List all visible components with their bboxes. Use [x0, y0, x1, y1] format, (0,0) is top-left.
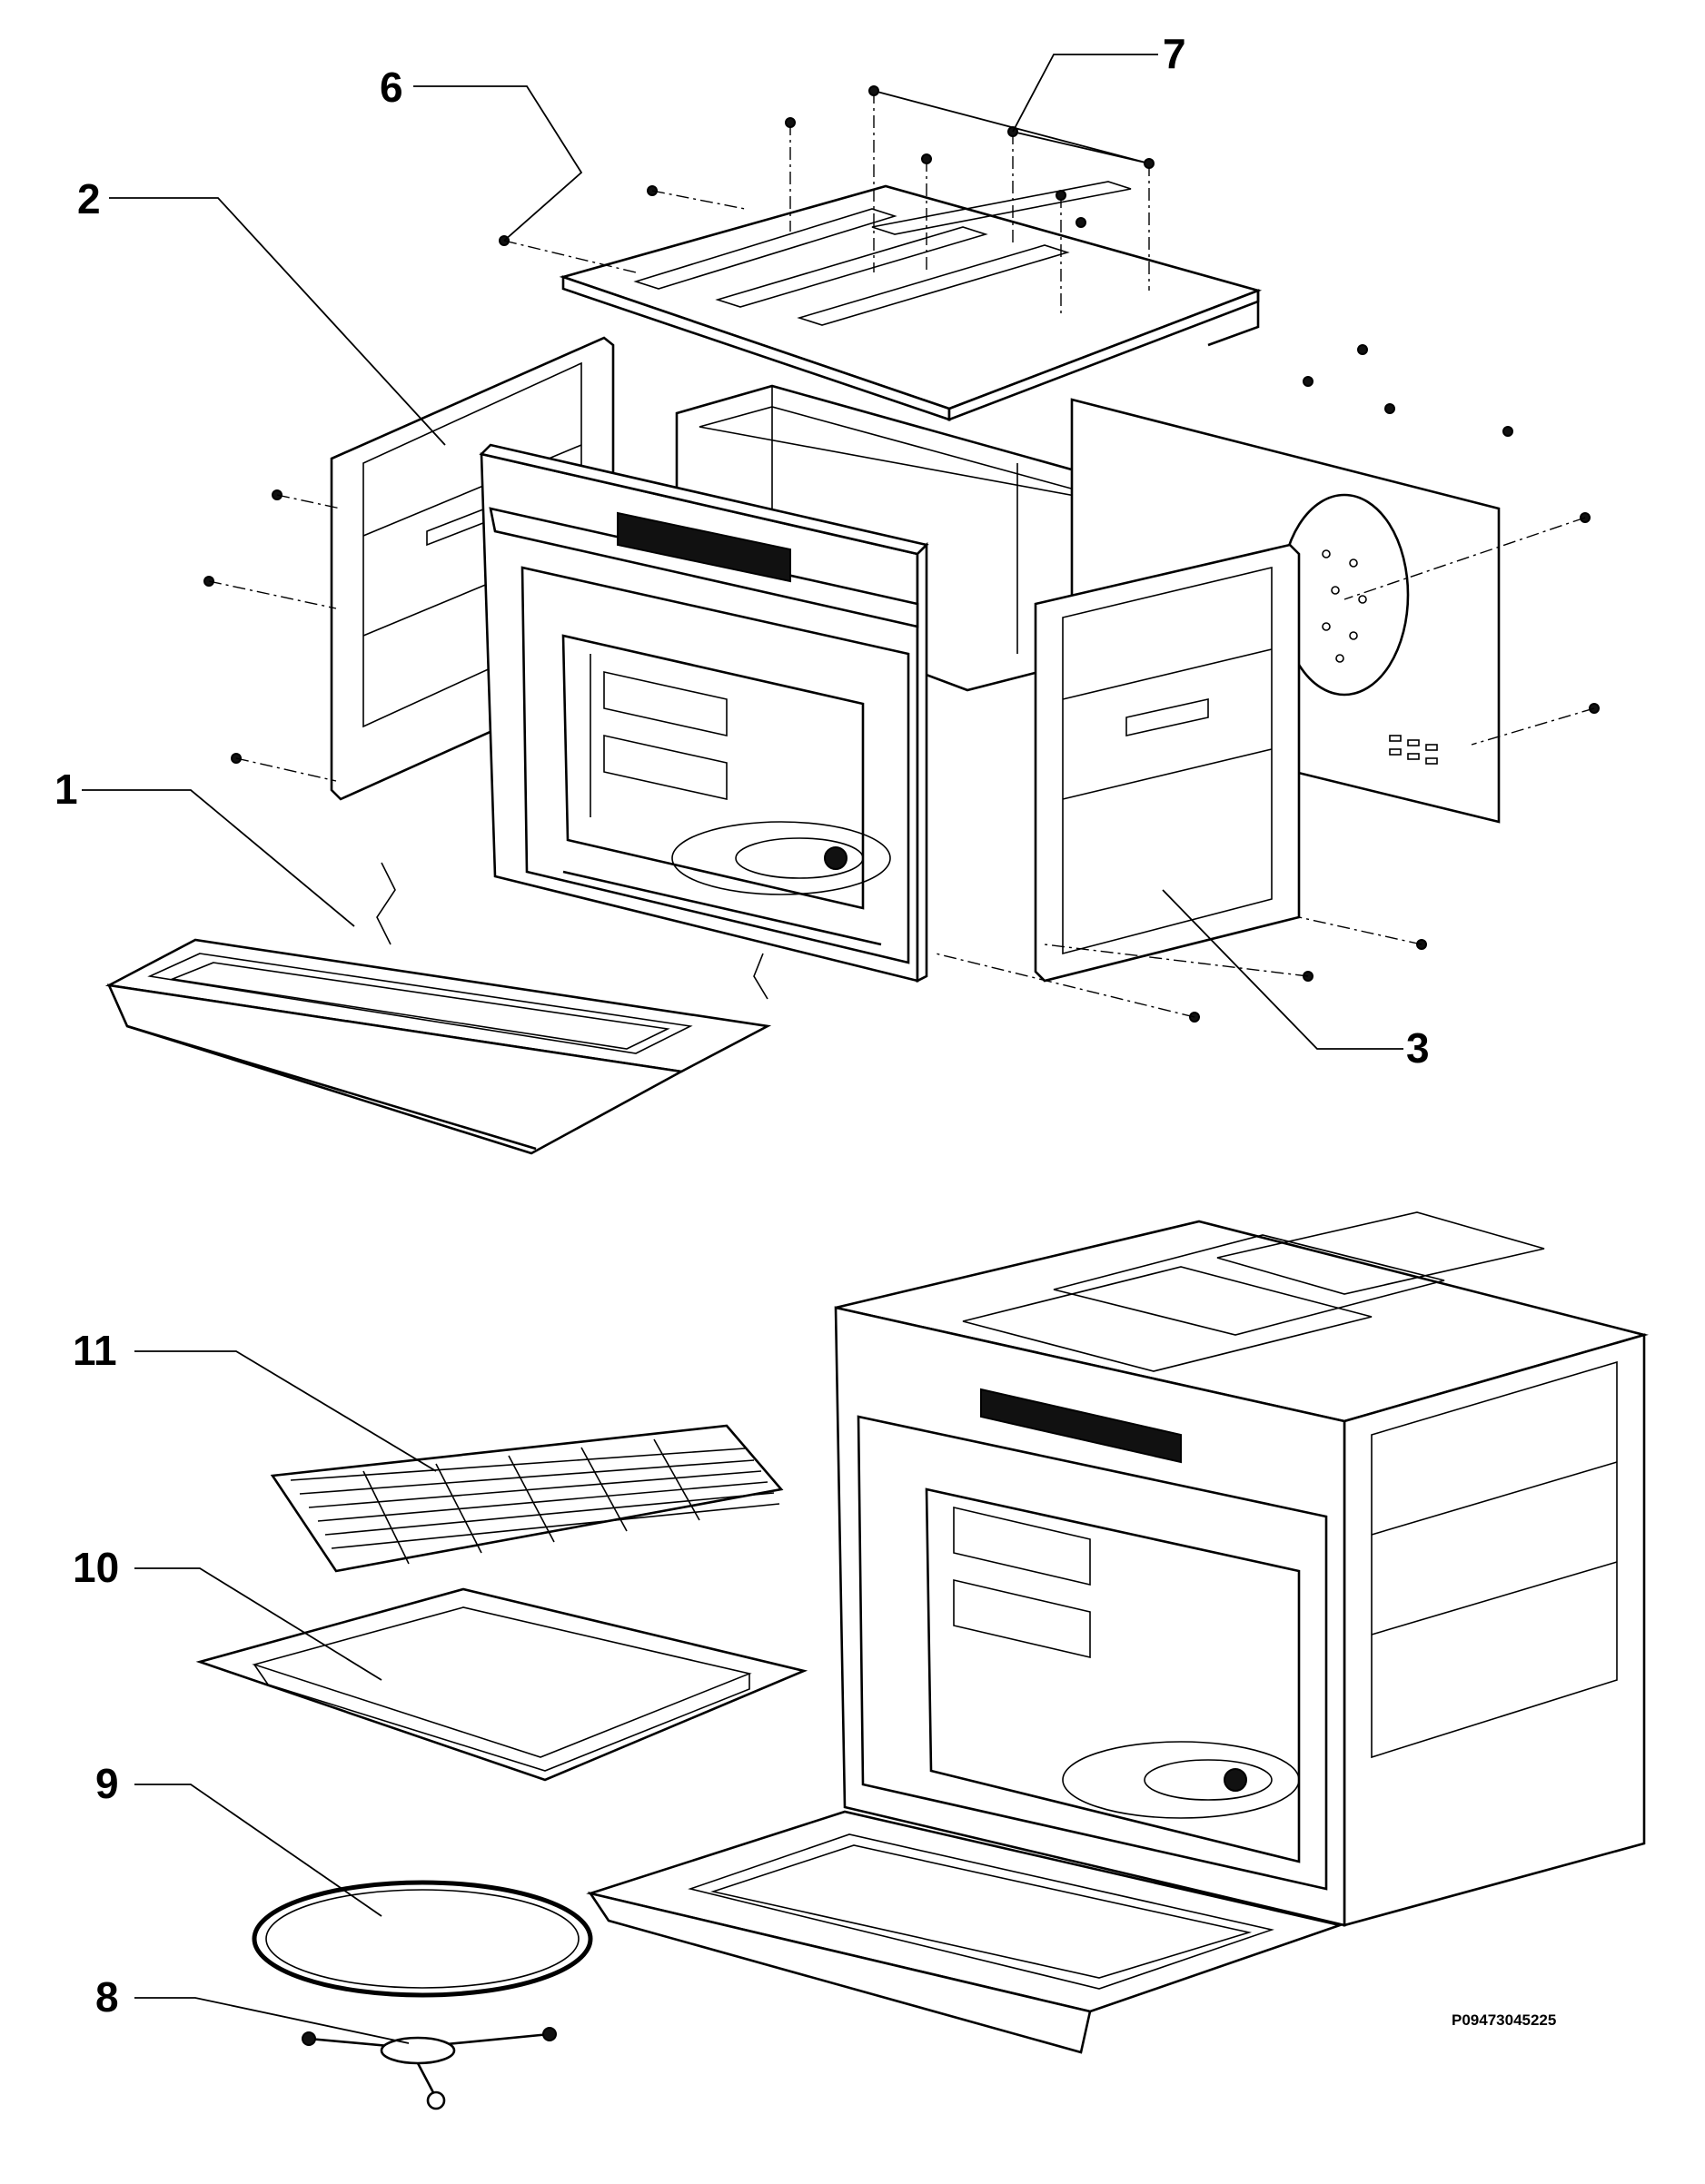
oven-door	[104, 862, 772, 1155]
callout-3: 3	[1406, 1024, 1430, 1072]
turntable-ring	[252, 1880, 593, 1998]
callout-8: 8	[95, 1973, 119, 2021]
callout-11: 11	[73, 1327, 117, 1374]
screw-group-top	[785, 85, 1155, 313]
assembled-oven-door-open	[586, 1810, 1344, 2054]
roller-support	[302, 2027, 557, 2110]
top-cover-panel	[559, 181, 1263, 421]
assembled-oven	[834, 1211, 1649, 1927]
wire-rack	[270, 1424, 784, 1573]
callout-7: 7	[1163, 30, 1186, 77]
drawing-code: P09473045225	[1452, 2011, 1556, 2029]
callout-1: 1	[55, 766, 78, 813]
callout-leaders	[82, 54, 1403, 2044]
front-frame	[479, 443, 929, 983]
callout-9: 9	[95, 1760, 119, 1807]
callout-6: 6	[380, 64, 403, 111]
right-side-panel	[935, 543, 1427, 1023]
callout-10: 10	[73, 1544, 119, 1591]
callout-2: 2	[77, 175, 101, 222]
baking-tray	[195, 1587, 808, 1782]
